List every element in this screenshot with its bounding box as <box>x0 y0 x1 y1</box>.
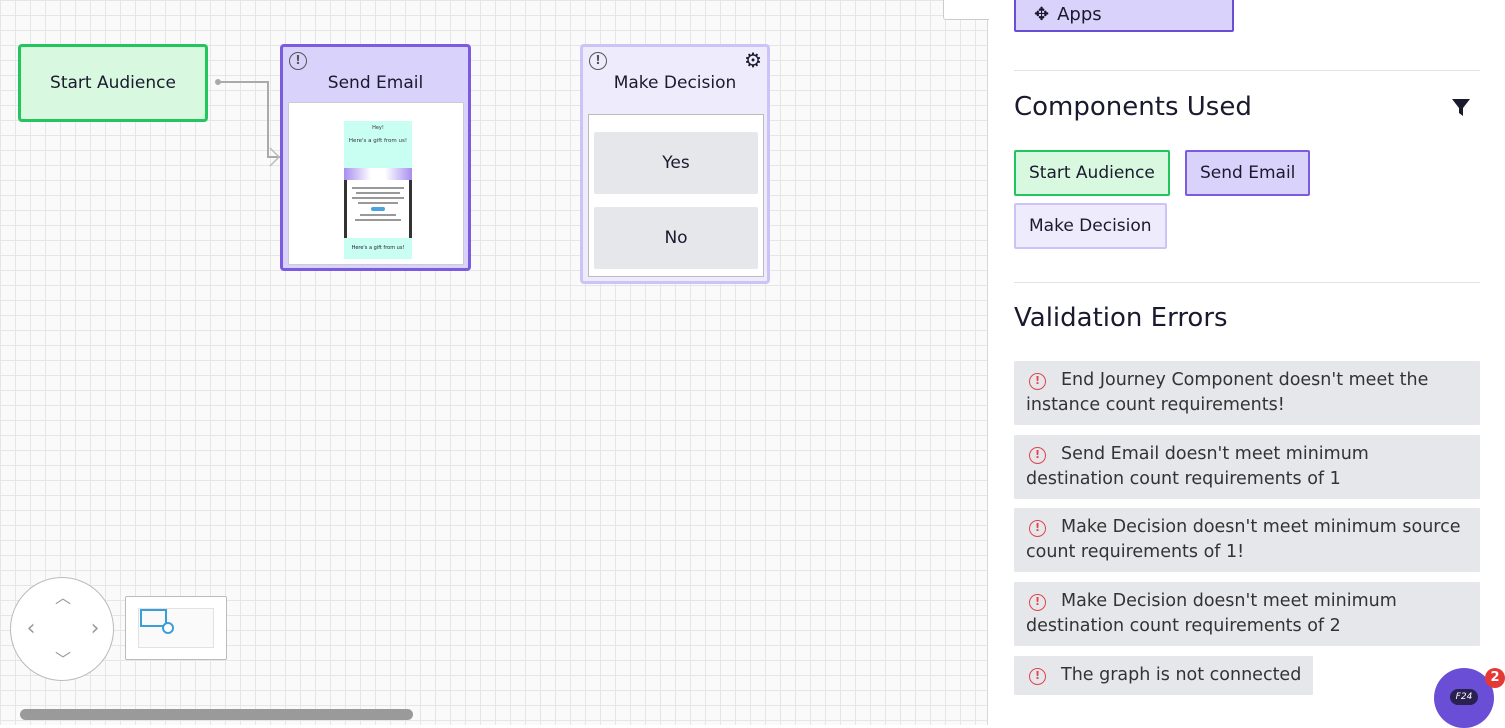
node-title: Make Decision <box>613 73 737 93</box>
components-title: Components Used <box>1014 92 1252 122</box>
email-footer-headline: Here's a gift from us! <box>344 238 412 259</box>
error-circle-icon: ! <box>1029 373 1046 390</box>
component-chip-start-audience[interactable]: Start Audience <box>1014 150 1170 196</box>
node-title: Send Email <box>327 73 424 93</box>
gear-icon[interactable]: ⚙ <box>744 48 762 72</box>
minimap-resize-handle[interactable] <box>162 622 174 634</box>
error-text: Make Decision doesn't meet minimum desti… <box>1026 591 1397 636</box>
node-title: Start Audience <box>50 73 176 93</box>
warning-circle-icon: ! <box>289 52 307 70</box>
filter-icon[interactable] <box>1451 98 1471 118</box>
error-text: Make Decision doesn't meet minimum sourc… <box>1026 517 1461 562</box>
node-make-decision[interactable]: ! ⚙ Make Decision Yes No <box>580 44 770 284</box>
email-body <box>344 180 412 238</box>
error-circle-icon: ! <box>1029 520 1046 537</box>
validation-error: !Make Decision doesn't meet minimum dest… <box>1014 582 1480 646</box>
sidebar: ✥ Apps Components Used Start Audience Se… <box>989 0 1497 725</box>
journey-canvas[interactable]: Start Audience ! Send Email Hey! Here's … <box>0 0 993 725</box>
apps-button[interactable]: ✥ Apps <box>1014 0 1234 32</box>
email-headline: Here's a gift from us! <box>348 138 408 144</box>
minimap-canvas <box>138 608 214 648</box>
chat-label: F24 <box>1450 689 1478 705</box>
minimap-viewport[interactable] <box>140 609 167 627</box>
error-circle-icon: ! <box>1029 668 1046 685</box>
horizontal-scrollbar[interactable] <box>20 709 413 720</box>
email-preview[interactable]: Hey! Here's a gift from us! Here's a gif… <box>288 102 464 265</box>
error-circle-icon: ! <box>1029 594 1046 611</box>
chevron-left-icon[interactable]: ‹ <box>26 616 36 641</box>
decision-options: Yes No <box>588 114 764 277</box>
validation-error: ! The graph is not connected <box>1014 656 1314 695</box>
apps-label: Apps <box>1057 3 1102 25</box>
error-text: The graph is not connected <box>1061 665 1302 685</box>
validation-title: Validation Errors <box>1014 303 1228 333</box>
validation-error: !Make Decision doesn't meet minimum sour… <box>1014 508 1480 572</box>
chat-notification-badge: 2 <box>1485 668 1505 688</box>
node-start-audience[interactable]: Start Audience <box>18 44 208 122</box>
decision-option-no[interactable]: No <box>594 207 758 269</box>
toolbar-stub <box>943 0 993 20</box>
chevron-right-icon[interactable]: › <box>90 616 100 641</box>
connection-line <box>215 79 281 167</box>
validation-error: !Send Email doesn't meet minimum destina… <box>1014 435 1480 499</box>
divider <box>1014 282 1480 283</box>
node-send-email[interactable]: ! Send Email Hey! Here's a gift from us! <box>280 44 471 271</box>
error-circle-icon: ! <box>1029 447 1046 464</box>
chevron-down-icon[interactable]: ﹀ <box>54 650 71 669</box>
error-text: Send Email doesn't meet minimum destinat… <box>1026 444 1369 489</box>
minimap[interactable] <box>125 596 227 660</box>
pan-control[interactable]: ︿ ﹀ ‹ › <box>10 577 114 681</box>
component-chip-send-email[interactable]: Send Email <box>1185 150 1311 196</box>
error-text: End Journey Component doesn't meet the i… <box>1026 370 1429 415</box>
divider <box>1014 70 1480 71</box>
warning-circle-icon: ! <box>589 52 607 70</box>
chevron-up-icon[interactable]: ︿ <box>54 588 71 607</box>
email-greeting: Hey! <box>372 125 384 131</box>
email-banner <box>344 168 412 180</box>
decision-option-yes[interactable]: Yes <box>594 132 758 194</box>
email-thumbnail: Hey! Here's a gift from us! Here's a gif… <box>344 121 412 259</box>
component-chip-make-decision[interactable]: Make Decision <box>1014 203 1167 249</box>
chat-widget-button[interactable]: F24 <box>1434 668 1494 728</box>
validation-error: !End Journey Component doesn't meet the … <box>1014 361 1480 425</box>
move-icon: ✥ <box>1034 3 1050 25</box>
